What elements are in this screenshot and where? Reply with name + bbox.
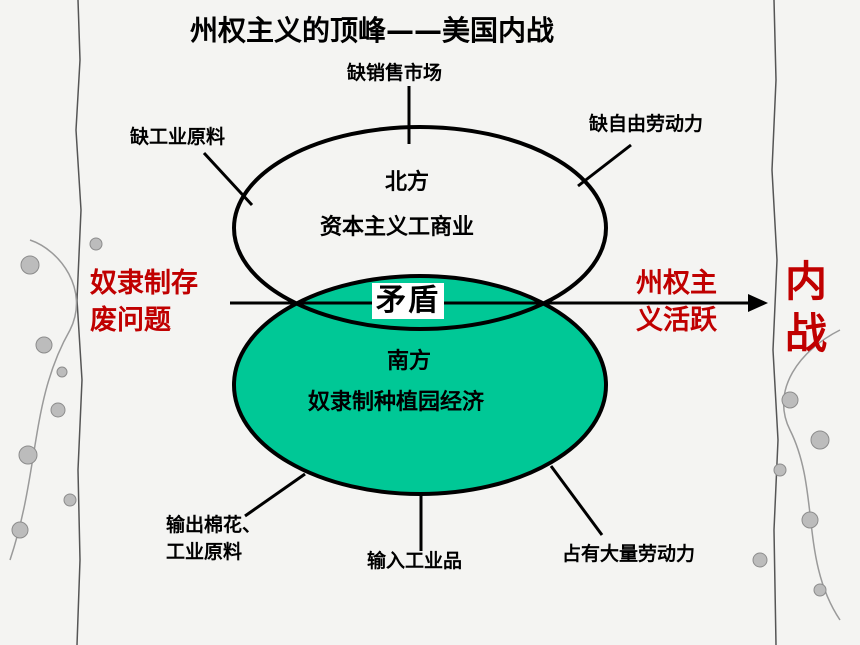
- north-right-line: [577, 143, 632, 188]
- south-right-line: [549, 465, 604, 536]
- north-ellipse: [232, 125, 608, 331]
- south-trait-labor: 占有大量劳动力: [562, 543, 696, 565]
- flower-decoration-left: [9, 237, 103, 561]
- civil-war-line1: 内: [785, 257, 828, 306]
- south-ellipse: [232, 274, 608, 496]
- south-trait-export-line1: 输出棉花、: [166, 514, 262, 536]
- contradiction-label: 矛盾: [372, 283, 444, 319]
- flower-decoration-right: [752, 329, 841, 621]
- civil-war-line2: 战: [785, 309, 828, 358]
- south-trait-import: 输入工业品: [367, 550, 463, 572]
- north-need-materials: 缺工业原料: [130, 126, 226, 148]
- north-need-labor: 缺自由劳动力: [589, 113, 704, 135]
- south-left-line: [244, 472, 306, 518]
- slavery-issue-line2: 废问题: [90, 305, 171, 336]
- slavery-issue-line1: 奴隶制存: [90, 268, 198, 299]
- arrow-head-icon: [748, 294, 768, 312]
- page-title: 州权主义的顶峰——美国内战: [190, 14, 555, 47]
- state-rights-line1: 州权主: [636, 268, 717, 299]
- south-trait-export-line2: 工业原料: [166, 541, 243, 563]
- north-name: 北方: [385, 170, 430, 195]
- north-need-market: 缺销售市场: [347, 62, 443, 84]
- state-rights-line2: 义活跃: [636, 305, 717, 336]
- south-economy: 奴隶制种植园经济: [308, 390, 485, 415]
- north-economy: 资本主义工商业: [320, 215, 475, 240]
- south-name: 南方: [387, 349, 432, 374]
